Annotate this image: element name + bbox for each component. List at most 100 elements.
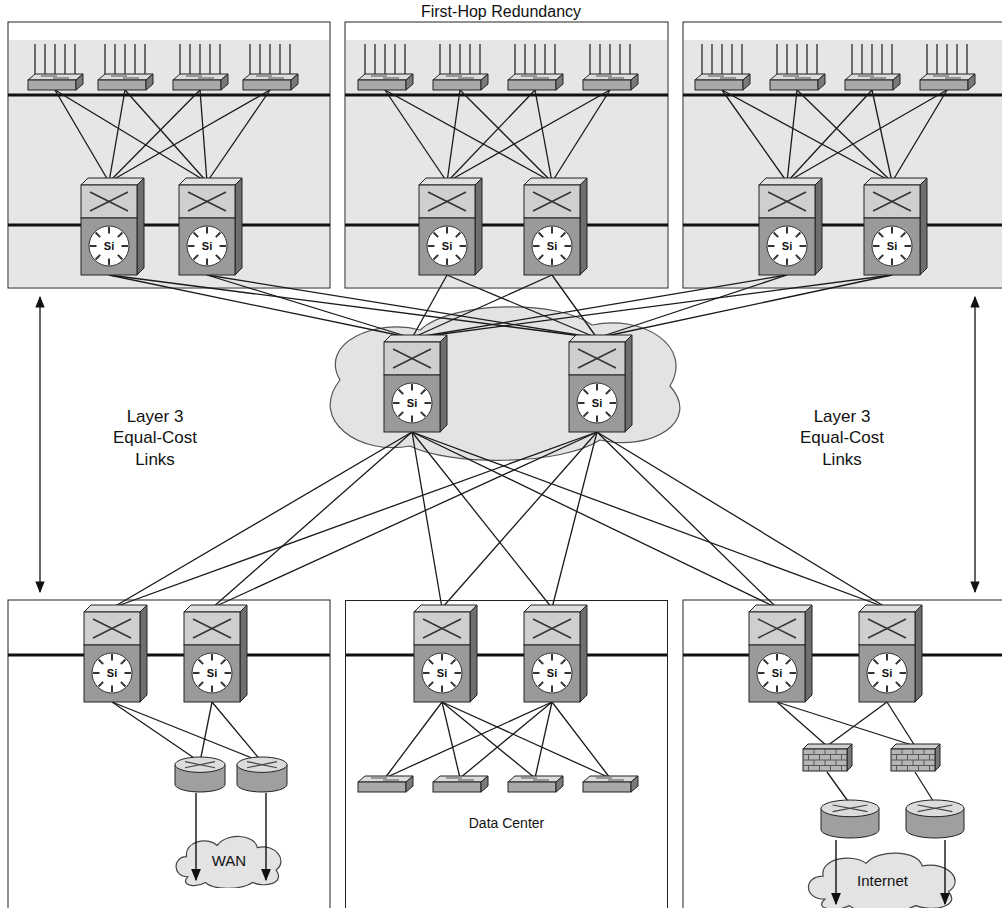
route-arrow [456, 233, 461, 238]
brick-line [924, 760, 925, 766]
icon-mark: Si [882, 668, 892, 679]
route-arrow [905, 245, 912, 247]
route-arrow [896, 660, 901, 665]
switch-front [173, 80, 221, 90]
link-line [442, 702, 535, 778]
port-line [796, 44, 797, 76]
switch-arrow [858, 76, 874, 77]
access-switch [770, 74, 825, 90]
switch-front [583, 80, 631, 90]
brick-line [841, 766, 842, 772]
icon-mark: Si [104, 241, 114, 252]
firewall [891, 744, 940, 771]
port-line [189, 44, 190, 76]
chassis-side [137, 178, 144, 275]
switch-arrow [873, 192, 911, 211]
route-arrow [533, 245, 540, 247]
link-line [535, 702, 552, 778]
switch-arrow [578, 349, 616, 368]
port-line [439, 44, 440, 76]
port-line [524, 44, 525, 76]
route-arrow [596, 416, 598, 423]
port-line [534, 44, 535, 76]
chassis-l2-face [419, 185, 475, 218]
diagram-title: First-Hop Redundancy [0, 3, 1002, 21]
icon-mark: Si [207, 668, 217, 679]
route-arrow [790, 672, 797, 674]
chassis-side [240, 605, 247, 702]
switch-top [433, 74, 488, 80]
port-line [384, 44, 385, 76]
block-shade [346, 40, 667, 287]
internet-cloud: Internet [800, 848, 965, 908]
chassis-top [184, 605, 247, 612]
router-arrow [185, 762, 215, 768]
span-arrow [974, 297, 975, 592]
port-line [554, 44, 555, 76]
port-line [44, 44, 45, 76]
link-line [207, 275, 597, 338]
port-line [134, 44, 135, 76]
link-line [212, 432, 597, 608]
chassis-l3-face [759, 218, 815, 275]
route-arrow [886, 686, 888, 693]
route-arrow [901, 255, 906, 260]
firewall [803, 744, 852, 771]
chassis-l2-face [179, 185, 235, 218]
switch-side [221, 74, 228, 90]
switch-arrow [533, 619, 571, 638]
route-arrow [193, 672, 200, 674]
switch-arrow [111, 76, 127, 77]
chassis-l3-face [84, 645, 140, 702]
switch-top [770, 74, 825, 80]
port-line [851, 44, 852, 76]
switch-arrow [608, 780, 624, 781]
switch-arrow [428, 192, 466, 211]
switch-arrow [383, 78, 399, 79]
firewall-front [803, 749, 847, 771]
route-arrow [786, 660, 791, 665]
switch-top [358, 776, 413, 782]
chassis-l2-face [749, 612, 805, 645]
switch-arrow [533, 192, 571, 211]
route-arrow [446, 227, 448, 234]
brick-line [814, 760, 815, 766]
brick-line [924, 749, 925, 755]
multilayer-switch [524, 605, 587, 702]
port-line [936, 44, 937, 76]
route-arrow [411, 416, 413, 423]
chassis-top [749, 605, 812, 612]
router-top [906, 800, 964, 817]
switch-arrow [868, 619, 906, 638]
port-line [946, 44, 947, 76]
route-arrow [199, 660, 204, 665]
route-disc [422, 653, 462, 693]
switch-top [583, 776, 638, 782]
route-arrow [456, 255, 461, 260]
route-arrow [460, 245, 467, 247]
switch-arrow [868, 619, 906, 638]
link-line [442, 432, 597, 608]
cloud-label: WAN [212, 852, 246, 869]
port-line [34, 44, 35, 76]
vlan-bar [8, 654, 330, 657]
switch-arrow [596, 778, 612, 779]
route-arrow [194, 233, 199, 238]
route-arrow [561, 682, 566, 687]
port-line [891, 44, 892, 76]
brick-line [825, 760, 826, 766]
switch-side [291, 74, 298, 90]
switch-front [508, 782, 556, 792]
switch-arrow [193, 619, 231, 638]
switch-front [583, 782, 631, 792]
route-arrow [891, 259, 893, 266]
chassis-top [384, 335, 447, 342]
link-line [125, 90, 207, 182]
core-cloud [330, 307, 680, 460]
link-line [827, 702, 887, 746]
link-line [112, 432, 597, 608]
link-line [212, 432, 412, 608]
route-arrow [606, 390, 611, 395]
switch-arrow [578, 349, 616, 368]
port-line [219, 44, 220, 76]
